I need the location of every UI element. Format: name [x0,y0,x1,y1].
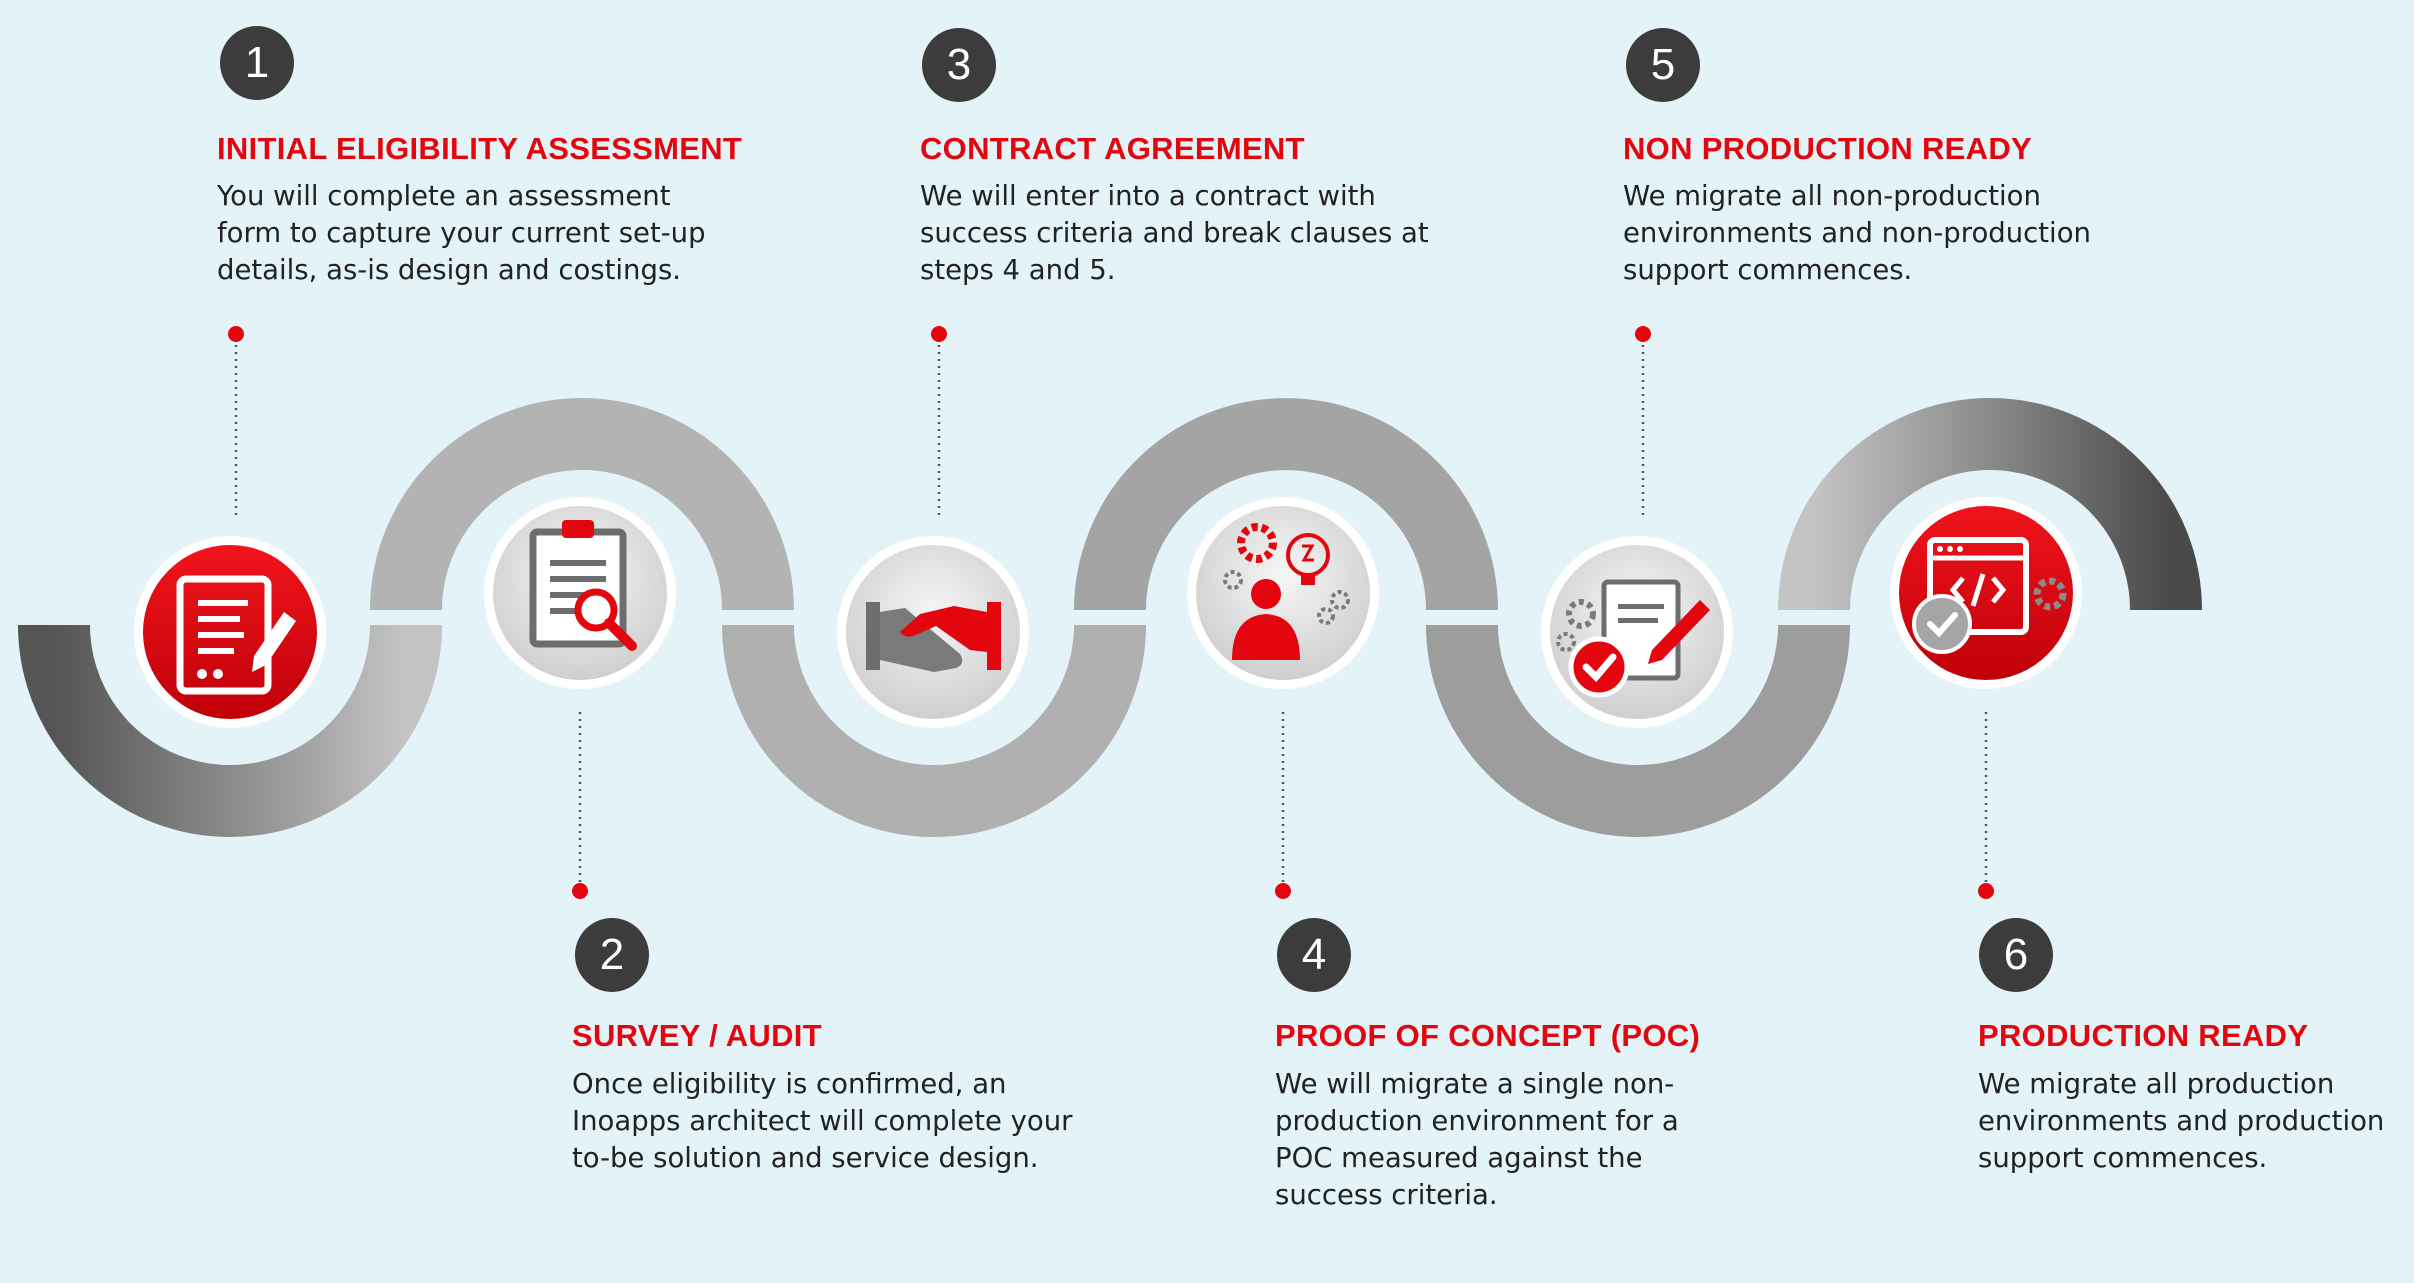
step-title: SURVEY / AUDIT [572,1018,822,1053]
wave-segment-5 [1426,624,1850,837]
description-line: environments and non-production [1623,217,2091,249]
step-number-badge: 6 [1979,918,2053,992]
description-line: We migrate all non-production [1623,180,2041,212]
description-line: We will enter into a contract with [920,180,1376,212]
description-line: form to capture your current set-up [217,217,706,249]
description-line: to-be solution and service design. [572,1142,1039,1174]
step-description: We will migrate a single non- production… [1275,1066,1679,1214]
connector-dots [228,326,1994,899]
checklist-pencil-icon [1556,579,1710,698]
wave-segment-1 [18,624,442,837]
description-line: success criteria and break clauses at [920,217,1429,249]
code-window-check-icon [1912,537,2067,654]
description-line: Once eligibility is confirmed, an [572,1068,1007,1100]
step-description: We will enter into a contract with succe… [920,178,1429,289]
idea-person-gears-icon [1223,523,1350,660]
wave-path [18,398,2202,837]
connectors [234,338,1988,892]
step-description: We migrate all non-production environmen… [1623,178,2091,289]
description-line: environments and production [1978,1105,2385,1137]
step-title: NON PRODUCTION READY [1623,131,2033,166]
description-line: support commences. [1623,254,1913,286]
description-line: POC measured against the [1275,1142,1643,1174]
step-title: CONTRACT AGREEMENT [920,131,1305,166]
description-line: success criteria. [1275,1179,1498,1211]
handshake-icon [866,602,1001,672]
wave-segment-4 [1074,398,1498,611]
description-line: production environment for a [1275,1105,1679,1137]
description-line: We will migrate a single non- [1275,1068,1675,1100]
step-number-badge: 2 [575,918,649,992]
step-title: INITIAL ELIGIBILITY ASSESSMENT [217,131,743,166]
step-description: You will complete an assessment form to … [217,178,706,289]
wave-segment-2 [370,398,794,611]
step-title: PROOF OF CONCEPT (POC) [1275,1018,1701,1053]
step-description: We migrate all production environments a… [1978,1066,2384,1177]
step-number-badge: 3 [922,28,996,102]
description-line: steps 4 and 5. [920,254,1116,286]
step-description: Once eligibility is confirmed, an Inoapp… [572,1066,1072,1177]
assessment-form-icon [176,575,296,695]
wave-segment-6 [1778,398,2202,611]
clipboard-search-icon [529,520,637,651]
step-title: PRODUCTION READY [1978,1018,2309,1053]
description-line: You will complete an assessment [217,180,671,212]
step-number-badge: 1 [220,26,294,100]
description-line: support commences. [1978,1142,2268,1174]
description-line: Inoapps architect will complete your [572,1105,1073,1137]
description-line: details, as-is design and costings. [217,254,682,286]
step-number-badge: 4 [1277,918,1351,992]
description-line: We migrate all production [1978,1068,2335,1100]
step-number-badge: 5 [1626,28,1700,102]
wave-segment-3 [722,624,1146,837]
